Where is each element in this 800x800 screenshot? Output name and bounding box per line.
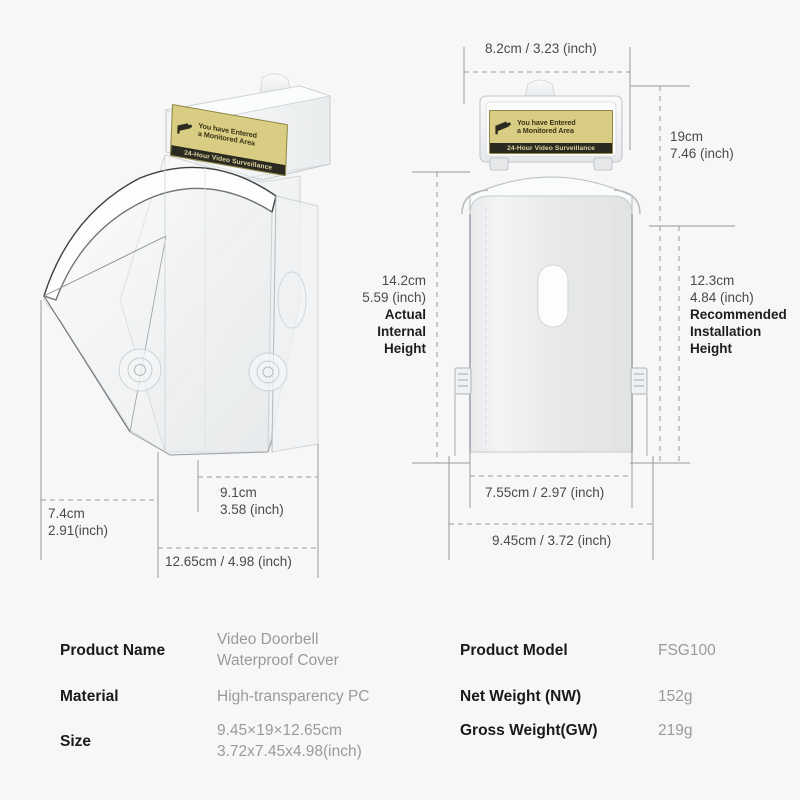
spec-row-product-model: Product Model <box>460 640 568 661</box>
spec-row-net-weight: Net Weight (NW) <box>460 686 581 707</box>
warning-label-right: You have Entered a Monitored Area 24-Hou… <box>489 110 613 154</box>
warning-label-right-top: You have Entered a Monitored Area <box>490 111 612 143</box>
security-camera-icon <box>177 122 193 134</box>
dim-right-outer-width: 9.45cm / 3.72 (inch) <box>492 533 612 548</box>
spec-row-gross-weight: Gross Weight(GW) <box>460 720 598 741</box>
warning-label-right-text: You have Entered a Monitored Area <box>517 117 576 135</box>
dim-right-top-width: 8.2cm / 3.23 (inch) <box>485 41 597 56</box>
spec-row-product-name: Product Name <box>60 640 165 661</box>
spec-value-product-name: Video Doorbell Waterproof Cover <box>217 631 339 669</box>
spec-row-size: Size <box>60 731 91 752</box>
diagram-area: You have Entered a Monitored Area 24-Hou… <box>40 41 787 578</box>
spec-value-net-weight: 152g <box>658 688 693 705</box>
mount-tab-right <box>630 367 648 395</box>
spec-row-material: Material <box>60 686 119 707</box>
dim-right-internal-height: 14.2cm 5.59 (inch) Actual Internal Heigh… <box>362 273 426 356</box>
spec-label-gross-weight: Gross Weight(GW) <box>460 722 598 739</box>
spec-value-size: 9.45×19×12.65cm 3.72x7.45x4.98(inch) <box>217 722 362 760</box>
dim-right-installation-height: 12.3cm 4.84 (inch) Recommended Installat… <box>690 273 787 356</box>
doorbell-cutout <box>537 264 569 328</box>
screw-boss-left <box>118 348 162 392</box>
dim-internal-height-caption: Actual Internal Height <box>377 307 426 356</box>
left-dimension-lines <box>40 300 319 578</box>
spec-value-product-model: FSG100 <box>658 642 716 659</box>
dim-left-depth: 7.4cm 2.91(inch) <box>48 506 109 538</box>
dim-right-total-height: 19cm 7.46 (inch) <box>670 129 734 161</box>
spec-label-product-model: Product Model <box>460 642 568 659</box>
spec-label-net-weight: Net Weight (NW) <box>460 688 582 705</box>
specification-table: Product Name Video Doorbell Waterproof C… <box>0 600 800 800</box>
spec-label-material: Material <box>60 688 119 705</box>
spec-label-size: Size <box>60 733 92 750</box>
screw-boss-right <box>248 352 288 392</box>
dim-right-inner-width: 7.55cm / 2.97 (inch) <box>485 485 605 500</box>
warning-label-left-top: You have Entered a Monitored Area <box>171 105 287 165</box>
security-camera-icon <box>495 121 511 135</box>
right-dimension-lines <box>412 47 735 560</box>
warning-label-left: You have Entered a Monitored Area 24-Hou… <box>169 104 288 177</box>
mount-tab-left <box>454 367 472 395</box>
warning-label-right-footer: 24-Hour Video Surveillance <box>490 143 612 153</box>
dim-left-inner-width: 9.1cm 3.58 (inch) <box>220 485 284 517</box>
dim-left-overall-width: 12.65cm / 4.98 (inch) <box>165 554 292 569</box>
spec-label-product-name: Product Name <box>60 642 166 659</box>
warning-label-left-text: You have Entered a Monitored Area <box>197 120 258 148</box>
dim-installation-height-caption: Recommended Installation Height <box>690 307 787 356</box>
spec-value-gross-weight: 219g <box>658 722 693 739</box>
spec-value-material: High-transparency PC <box>217 688 370 705</box>
